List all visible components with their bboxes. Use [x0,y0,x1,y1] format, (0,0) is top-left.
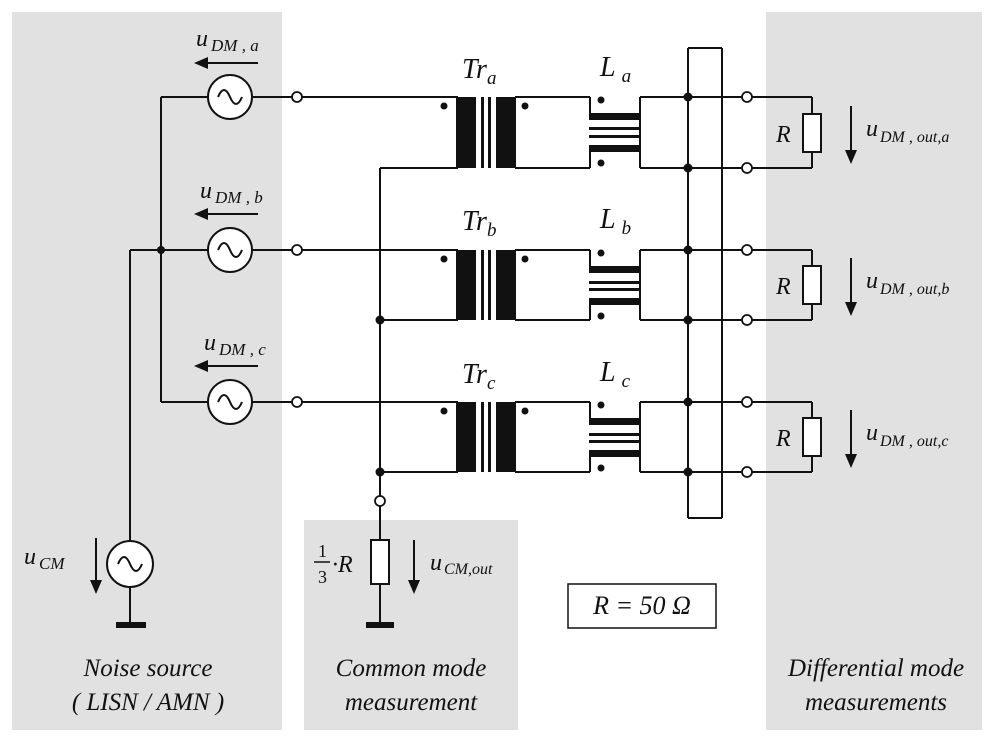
ac-source-cm [106,540,154,588]
label-r-b: R [775,274,791,300]
caption-noise-source: Noise source [83,655,213,682]
terminal-source-a [291,91,303,103]
label-tr-b: Trb [462,206,496,241]
caption-dm-measurements: measurements [805,689,947,716]
ac-source-b [207,227,253,273]
ground-symbol-cm [366,622,394,628]
resistance-value-text: R = 50 Ω [592,591,691,620]
resistor-cm [370,539,390,585]
ac-source-c [207,379,253,425]
noise-source-wiring [116,96,292,628]
label-r-a: R [775,122,791,148]
dm-measurement-wiring [752,96,813,473]
svg-text:1: 1 [318,541,327,561]
arrow-u-dm-b [194,208,258,220]
resistor-dm-a [802,113,822,153]
transformer-b [440,250,529,320]
caption-differential-mode: Differential mode [787,655,964,682]
arrow-u-dm-out-b [845,258,857,316]
inductor-c [589,401,640,472]
arrow-u-dm-a [194,57,258,69]
caption-cm-measurement: measurement [345,689,478,716]
terminal-cm [374,495,386,507]
common-mode-panel [304,520,518,730]
terminal-source-c [291,396,303,408]
resistor-dm-c [802,417,822,457]
label-tr-a: Tra [462,54,496,89]
arrow-u-cm-out [408,540,420,594]
transformer-a [440,97,529,168]
caption-lisn-amn: ( LISN / AMN ) [72,689,224,716]
arrow-u-dm-out-c [845,410,857,468]
dm-terminals [741,91,753,478]
label-r-c: R [775,426,791,452]
arrow-u-cm [90,538,102,594]
resistor-dm-b [802,265,822,305]
label-one-third-r: 1 3 ·R [314,541,353,587]
ground-symbol-source [116,622,146,628]
terminal-source-b [291,244,303,256]
phase-wiring [302,47,742,628]
ac-source-a [207,74,253,120]
noise-source-panel [12,12,282,730]
arrow-u-dm-out-a [845,106,857,164]
arrow-u-dm-c [194,360,258,372]
caption-common-mode: Common mode [336,655,487,682]
inductor-b [589,249,640,320]
resistance-value-box [567,583,717,629]
transformer-c [440,402,529,472]
inductor-a [589,96,640,168]
svg-text:·R: ·R [332,552,353,578]
label-tr-c: Trc [462,359,496,394]
junction-nodes [375,92,693,477]
svg-text:3: 3 [318,567,327,587]
